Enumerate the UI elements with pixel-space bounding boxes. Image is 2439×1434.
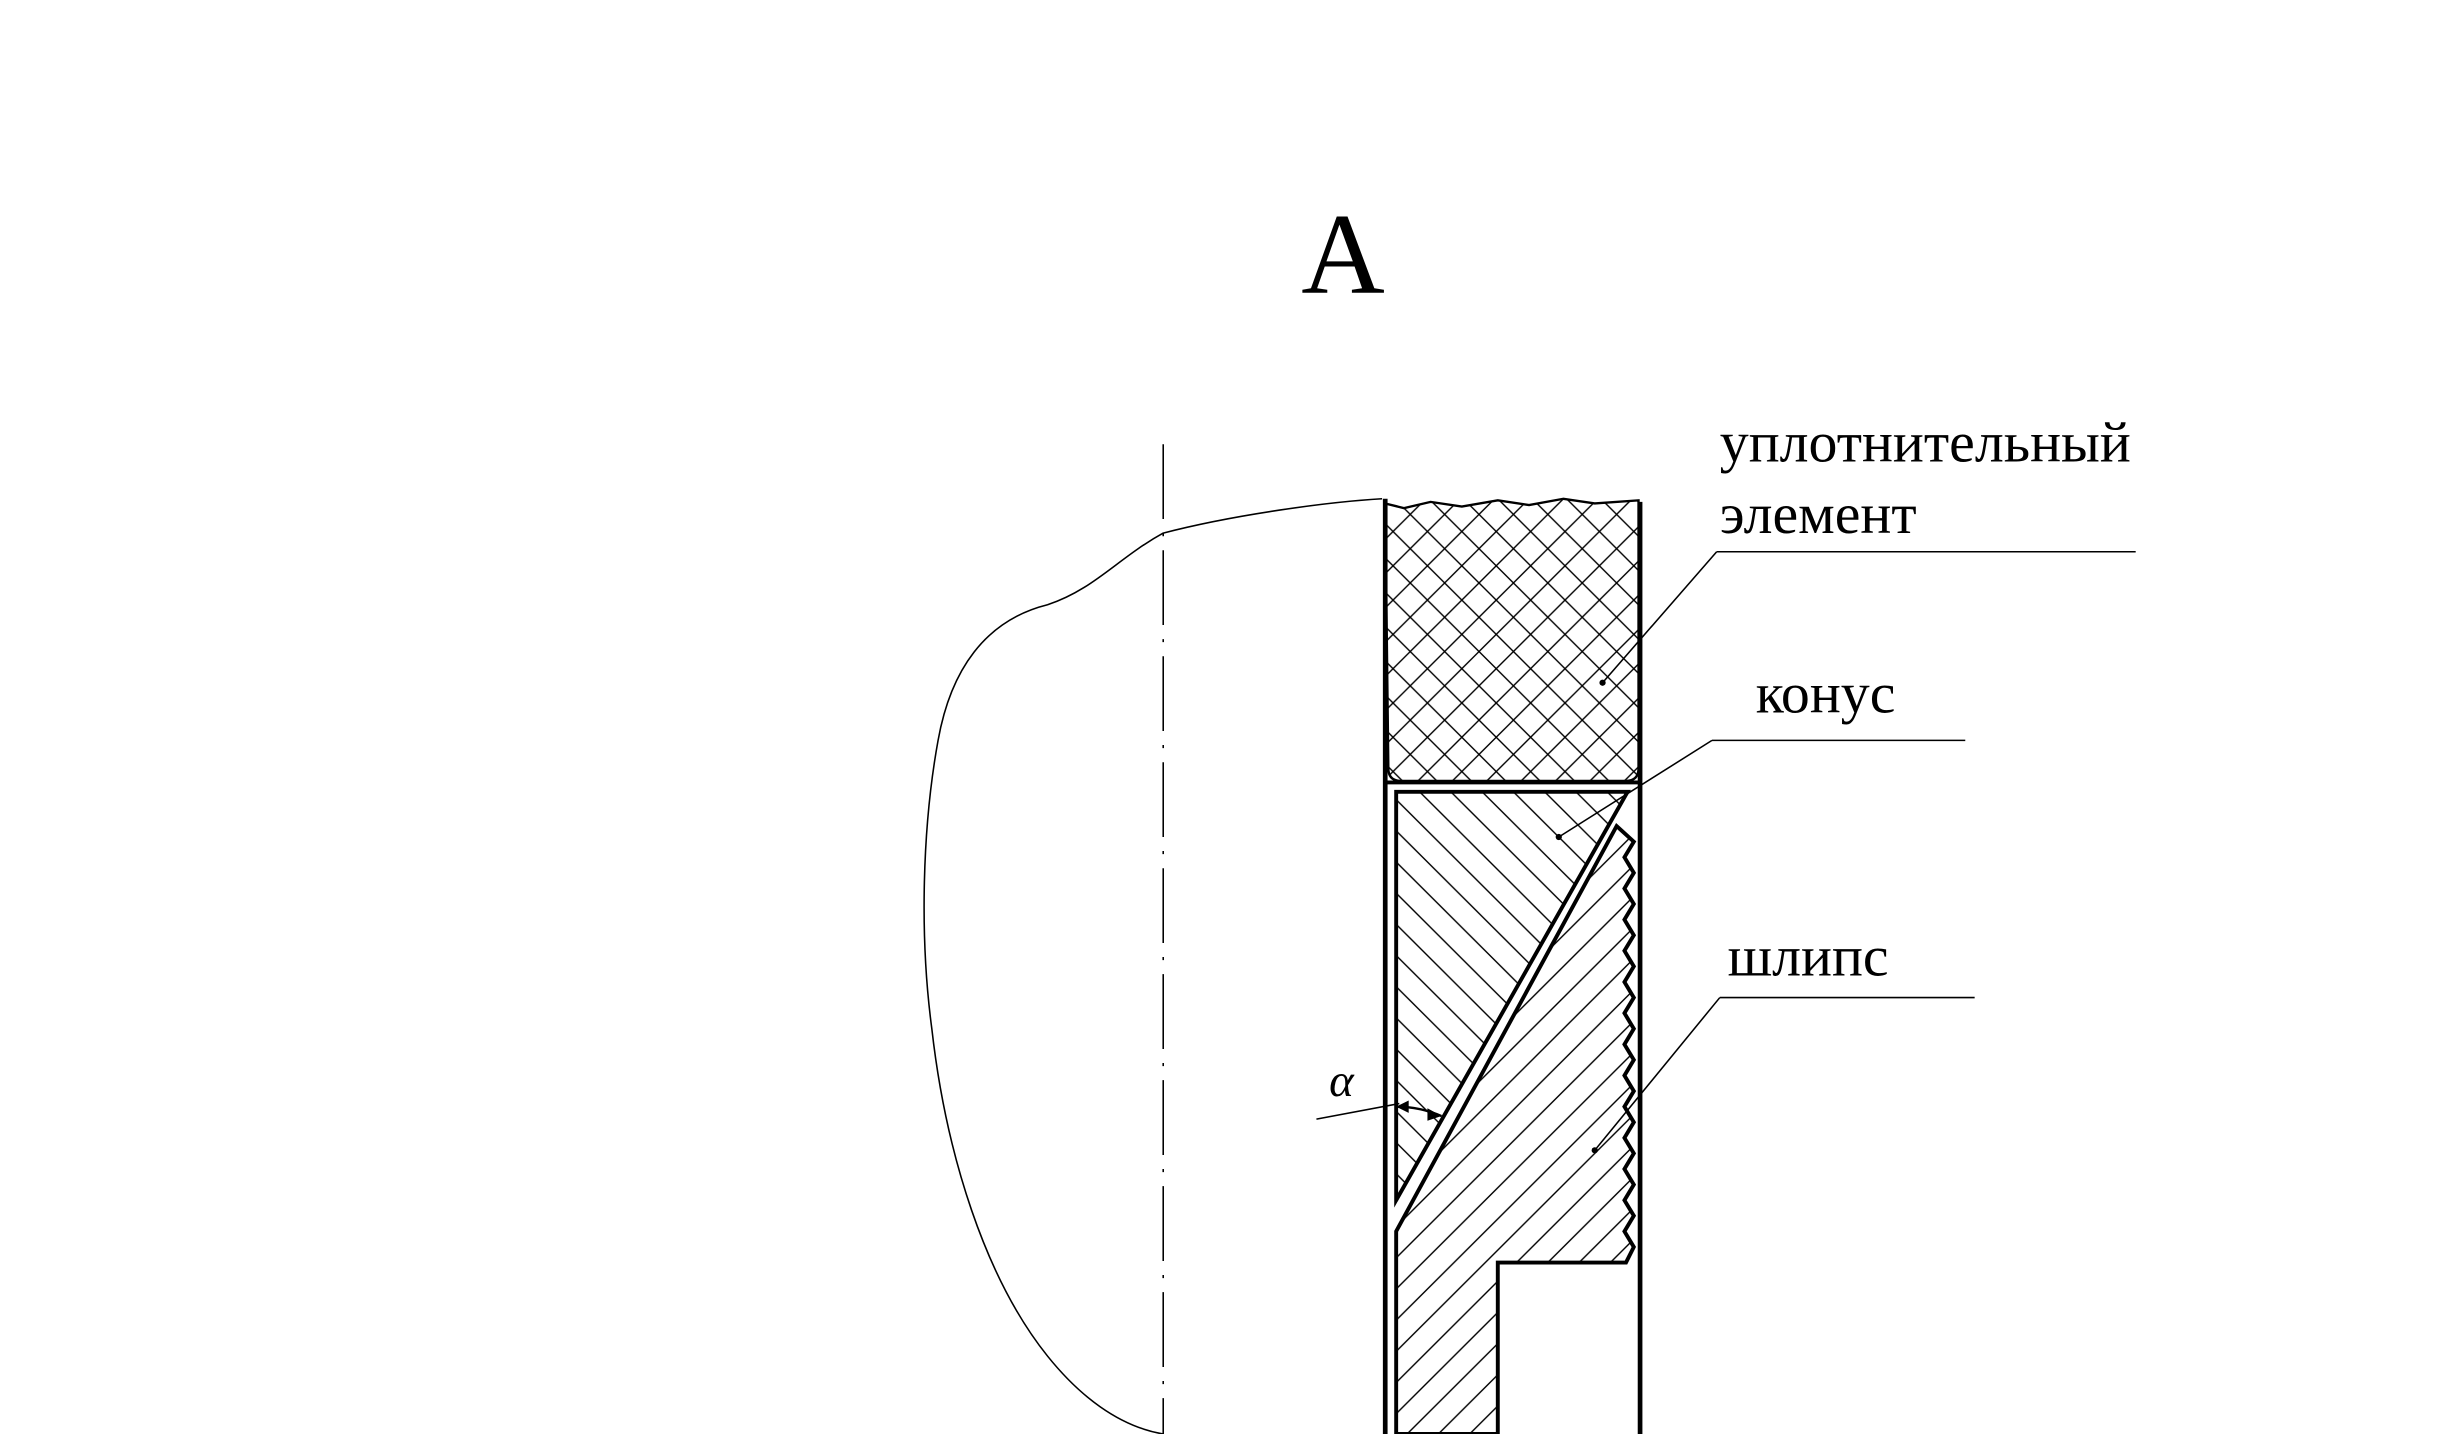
label-seal-element-line1: уплотнительный: [1720, 411, 2131, 474]
leader-seal-diagonal: [1601, 551, 1718, 684]
slips-body: [1394, 822, 1637, 1434]
cone-body: [1394, 789, 1631, 1208]
view-letter: А: [1301, 190, 1385, 318]
angle-arrow-left: [1396, 1100, 1409, 1113]
sealing-element-top-edge: [1385, 497, 1639, 509]
label-cone: конус: [1756, 662, 1896, 725]
label-slips: шлипс: [1728, 926, 1889, 989]
break-line: [923, 498, 1383, 1434]
leader-cone-diagonal: [1558, 739, 1713, 838]
label-seal-element-line2: элемент: [1720, 483, 1917, 546]
leader-slips-dot: [1591, 1147, 1598, 1154]
leader-cone-dot: [1555, 833, 1562, 841]
leader-slips-diagonal: [1594, 997, 1721, 1151]
angle-label: α: [1329, 1055, 1355, 1107]
angle-arrow-right: [1427, 1108, 1442, 1121]
sealing-element: [1384, 497, 1640, 783]
leader-seal-dot: [1599, 679, 1606, 686]
angle-leader-line: [1316, 1102, 1400, 1120]
